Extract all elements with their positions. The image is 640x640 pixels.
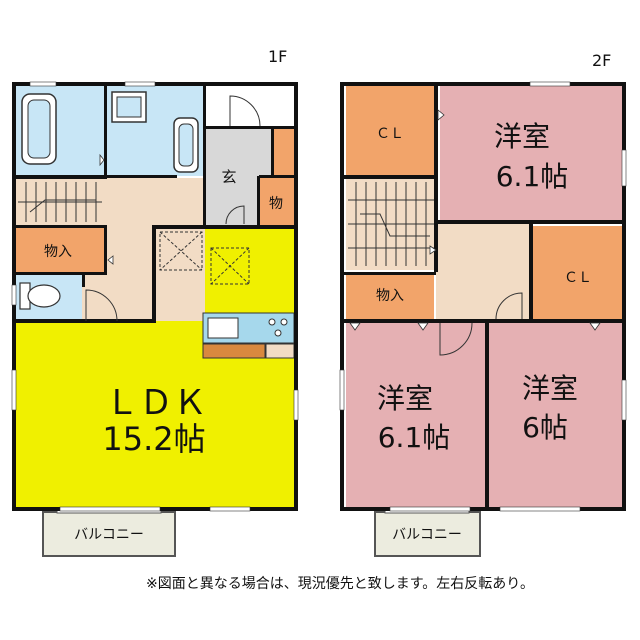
- floor-2f: 2F ＣＬ 洋室 6.1帖 ＣＬ 物入 洋室 6.1帖 洋室 6帖 バルコニー: [339, 51, 627, 557]
- room-c-name: 洋室: [522, 372, 578, 405]
- balcony-label-2f: バルコニー: [392, 527, 462, 543]
- storage-in-2f: [346, 274, 434, 320]
- disclaimer-note: ※図面と異なる場合は、現況優先と致します。左右反転あり。: [146, 576, 534, 592]
- ldk-name: ＬＤＫ: [105, 383, 207, 423]
- room-b-size: 6.1帖: [378, 421, 451, 454]
- storage-in-label-2f: 物入: [376, 288, 404, 304]
- floor-label-2f: 2F: [592, 51, 611, 70]
- hall-2f: [436, 222, 530, 320]
- floor-1f: 1F 玄 物 物入 ＬＤＫ 15.2帖 バルコニー: [11, 47, 299, 557]
- room-c-size: 6帖: [522, 411, 568, 444]
- western-room-b: [346, 322, 485, 507]
- room-b-name: 洋室: [377, 382, 433, 415]
- storage-in-1f: [16, 228, 104, 272]
- entrance-label: 玄: [221, 168, 236, 186]
- closet-a: [346, 86, 436, 176]
- ldk-size: 15.2帖: [102, 420, 205, 458]
- ldk-room: [16, 226, 294, 507]
- balcony-2f: [374, 511, 481, 557]
- closet-b: [532, 226, 622, 320]
- balcony-1f: [42, 511, 176, 557]
- room-a-size: 6.1帖: [496, 160, 569, 193]
- floor-label-1f: 1F: [268, 47, 287, 66]
- balcony-label-1f: バルコニー: [74, 527, 144, 543]
- closet-b-label: ＣＬ: [564, 270, 592, 286]
- western-room-a: [440, 86, 622, 222]
- storage-in-label-1f: 物入: [44, 244, 72, 260]
- western-room-c: [488, 322, 622, 507]
- room-a-name: 洋室: [494, 120, 550, 153]
- closet-a-label: ＣＬ: [376, 126, 404, 142]
- storage-small-label: 物: [269, 196, 283, 212]
- storage-small: [259, 178, 294, 226]
